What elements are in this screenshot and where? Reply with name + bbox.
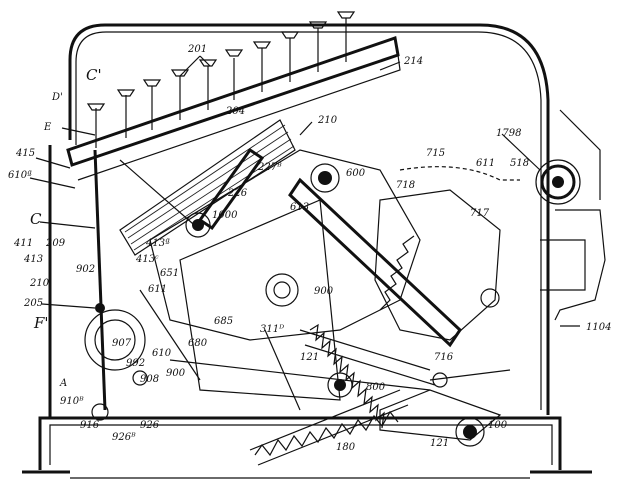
label-685: 685 xyxy=(214,316,233,327)
lever-613 xyxy=(288,177,462,348)
label-610a: 610ª xyxy=(8,170,32,181)
pivot-100 xyxy=(455,417,485,447)
label-205: 205 xyxy=(23,298,43,309)
ribbon-spool xyxy=(535,159,581,205)
label-411: 411 xyxy=(13,238,33,249)
label-C: C xyxy=(30,210,42,228)
spring-180 xyxy=(249,389,409,466)
label-613: 613 xyxy=(290,202,309,213)
label-1104: 1104 xyxy=(586,322,611,333)
label-1000: 1000 xyxy=(212,210,238,221)
lever-226 xyxy=(197,147,265,231)
label-716: 716 xyxy=(434,352,454,363)
pivot-1000 xyxy=(185,212,211,238)
right-bracket-inner xyxy=(540,239,586,291)
pivot-left-lower xyxy=(91,370,148,421)
link-rod-b xyxy=(169,359,431,391)
leader-lines xyxy=(29,55,580,327)
label-992: 992 xyxy=(126,358,145,369)
label-A: A xyxy=(59,378,67,389)
key xyxy=(142,79,162,130)
link-rod-a xyxy=(429,369,511,381)
label-209: 209 xyxy=(45,238,66,249)
label-E: E xyxy=(43,122,52,133)
label-611: 611 xyxy=(476,158,495,169)
label-926b: 926ᴮ xyxy=(112,432,136,443)
label-204: 204 xyxy=(225,106,245,117)
pivot-900 xyxy=(265,273,299,307)
pivot-600 xyxy=(310,163,340,193)
label-C1: C' xyxy=(86,66,102,84)
label-180: 180 xyxy=(336,442,356,453)
label-926: 926 xyxy=(140,420,160,431)
label-800: 800 xyxy=(366,382,386,393)
key xyxy=(86,103,106,148)
label-916: 916 xyxy=(80,420,100,431)
label-900: 900 xyxy=(314,286,334,297)
casing-outline xyxy=(68,23,550,415)
right-bracket xyxy=(554,209,606,321)
key xyxy=(308,21,328,72)
label-210b: 210 xyxy=(29,278,50,289)
main-plate xyxy=(149,149,421,341)
base-inner xyxy=(49,424,553,465)
key xyxy=(280,31,300,82)
label-715: 715 xyxy=(426,148,445,159)
label-907: 907 xyxy=(112,338,132,349)
label-311: 311ᴰ xyxy=(260,324,284,335)
key-bar xyxy=(66,36,400,167)
label-D1: D' xyxy=(51,92,63,103)
spring-716 xyxy=(379,235,415,311)
label-611b: 611 xyxy=(148,284,167,295)
label-680: 680 xyxy=(188,338,208,349)
label-210: 210 xyxy=(317,115,338,126)
label-518: 518 xyxy=(510,158,529,169)
label-413c: 413ᶜ xyxy=(135,254,159,265)
key xyxy=(170,69,190,120)
key xyxy=(116,89,136,138)
pivot-800 xyxy=(327,372,353,398)
label-413: 413 xyxy=(23,254,43,265)
spring-thin-a xyxy=(139,289,201,381)
label-415: 415 xyxy=(15,148,35,159)
label-121b: 121 xyxy=(430,438,449,449)
label-227: 227ᴮ xyxy=(257,162,282,173)
key xyxy=(336,11,356,62)
key xyxy=(252,41,272,92)
label-651: 651 xyxy=(160,268,179,279)
key xyxy=(224,49,244,100)
label-F: F' xyxy=(33,314,49,332)
label-717: 717 xyxy=(470,208,490,219)
key-row xyxy=(86,11,356,148)
labels: 201 214 C' D' E 204 210 1798 415 715 611… xyxy=(8,44,611,453)
label-214: 214 xyxy=(403,56,423,67)
linkage-plate xyxy=(374,189,501,341)
spring-thin-b xyxy=(264,329,301,411)
left-gear xyxy=(84,309,146,371)
right-arm xyxy=(559,109,601,200)
key xyxy=(198,59,218,110)
base-frame xyxy=(38,416,562,470)
label-902: 902 xyxy=(76,264,95,275)
spring-121 xyxy=(299,323,436,429)
label-908: 908 xyxy=(140,374,159,385)
label-100: 100 xyxy=(488,420,508,431)
lever-685 xyxy=(179,199,341,401)
type-bar-left xyxy=(93,149,107,411)
paper-guide xyxy=(399,166,520,181)
label-910: 910ᴮ xyxy=(60,396,84,407)
lever-121 xyxy=(379,389,502,441)
label-201: 201 xyxy=(187,44,207,55)
label-718: 718 xyxy=(396,180,415,191)
label-1798: 1798 xyxy=(496,128,521,139)
label-900b: 900 xyxy=(166,368,186,379)
label-226: 226 xyxy=(227,188,248,199)
casing-inner-outline xyxy=(75,31,542,410)
label-413a: 413ª xyxy=(145,238,170,249)
label-600: 600 xyxy=(346,168,366,179)
label-121: 121 xyxy=(300,352,319,363)
label-610: 610 xyxy=(152,348,172,359)
